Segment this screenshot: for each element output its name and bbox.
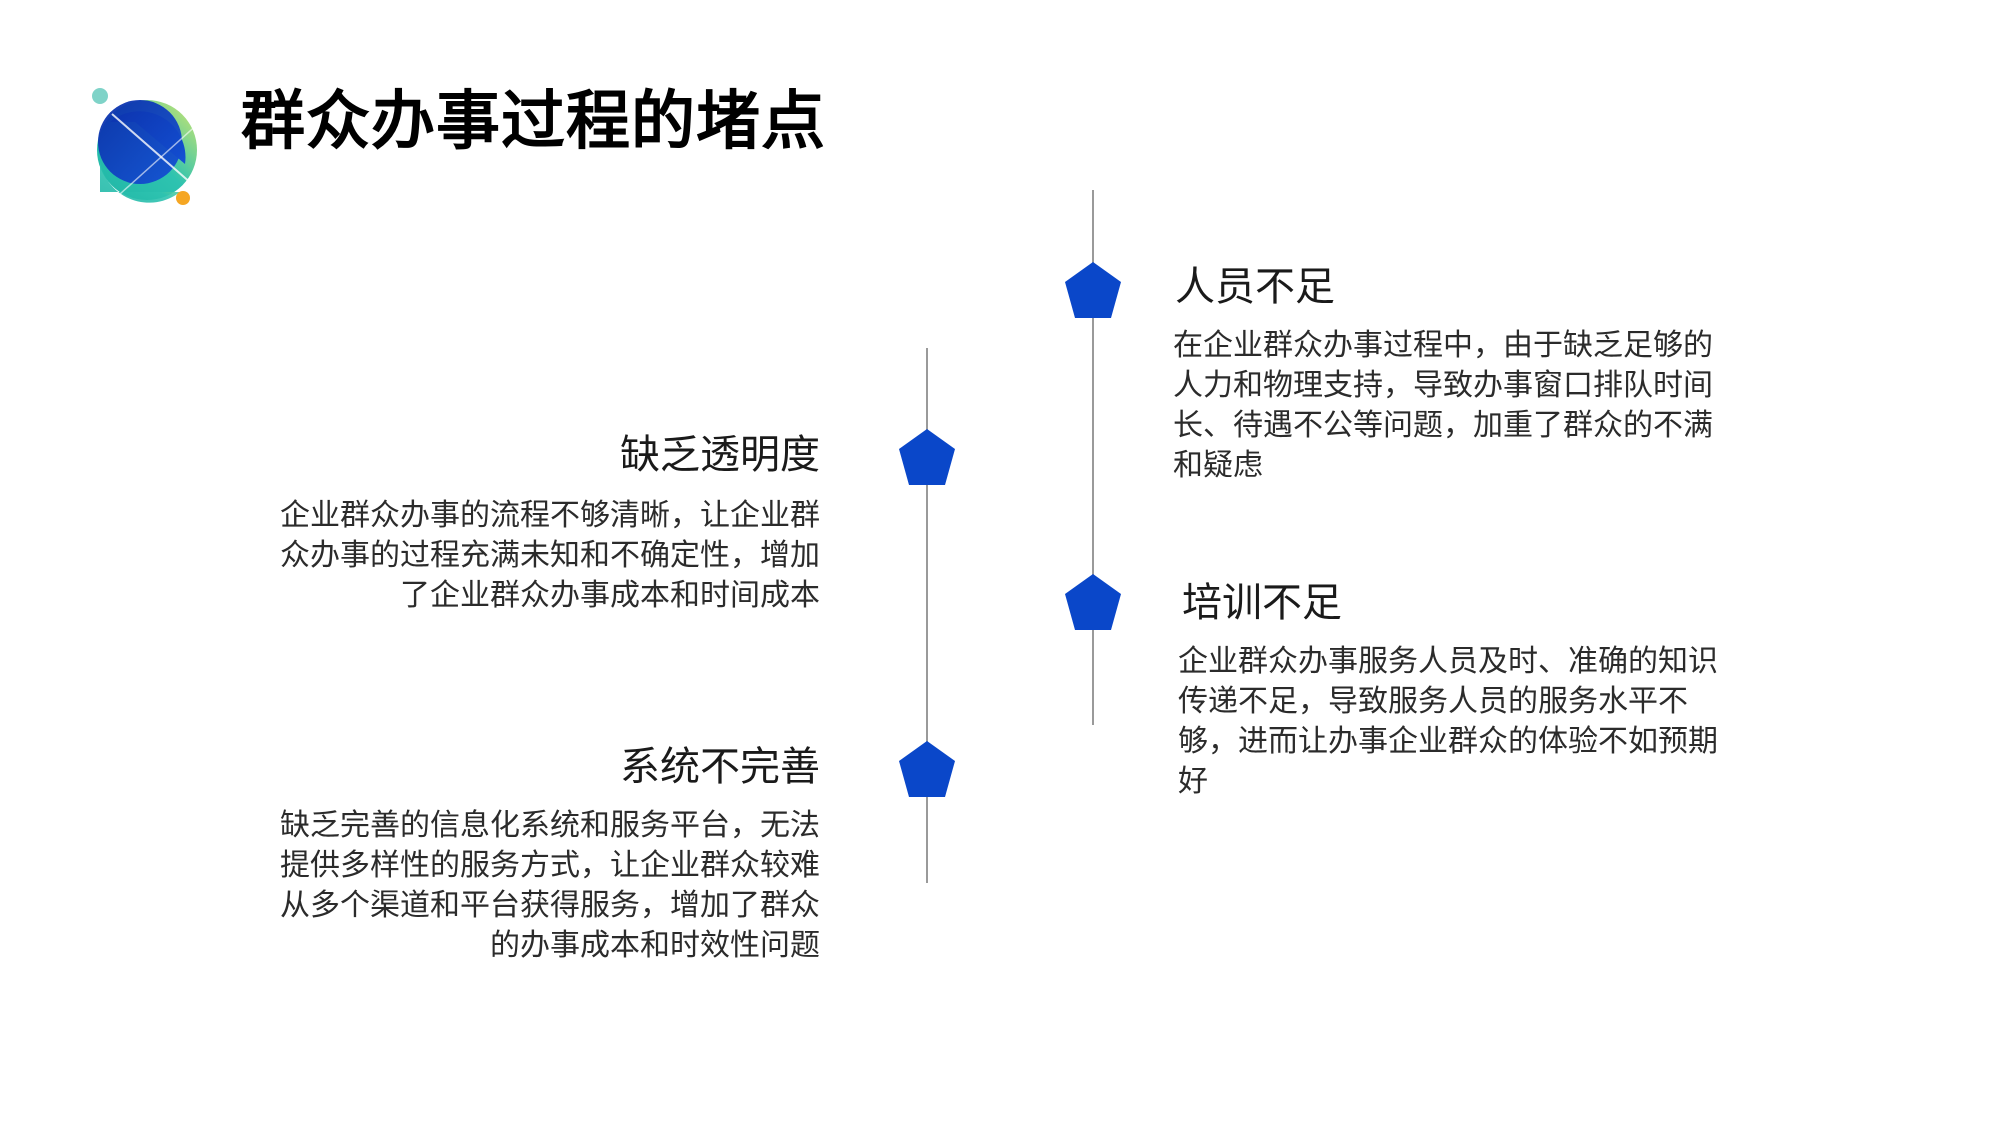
item-body-lack-transparency: 企业群众办事的流程不够清晰，让企业群众办事的过程充满未知和不确定性，增加了企业群… — [280, 498, 820, 613]
item-title-incomplete-system: 系统不完善 — [620, 744, 820, 790]
item-body-staff-shortage: 在企业群众办事过程中，由于缺乏足够的人力和物理支持，导致办事窗口排队时间长、待遇… — [1173, 328, 1713, 483]
item-body-incomplete-system: 缺乏完善的信息化系统和服务平台，无法提供多样性的服务方式，让企业群众较难从多个渠… — [280, 808, 820, 963]
item-title-staff-shortage: 人员不足 — [1175, 264, 1335, 310]
pentagon-marker-icon — [899, 429, 955, 485]
timeline-line-left — [926, 348, 928, 883]
item-title-training-shortage: 培训不足 — [1182, 580, 1342, 626]
item-title-lack-transparency: 缺乏透明度 — [620, 432, 820, 478]
logo — [92, 88, 201, 205]
item-body-training-shortage: 企业群众办事服务人员及时、准确的知识传递不足，导致服务人员的服务水平不够，进而让… — [1178, 644, 1718, 799]
pentagon-marker-icon — [899, 741, 955, 797]
pentagon-marker-icon — [1065, 262, 1121, 318]
pentagon-marker-icon — [1065, 574, 1121, 630]
page-title: 群众办事过程的堵点 — [241, 85, 826, 159]
timeline-line-right — [1092, 190, 1094, 725]
